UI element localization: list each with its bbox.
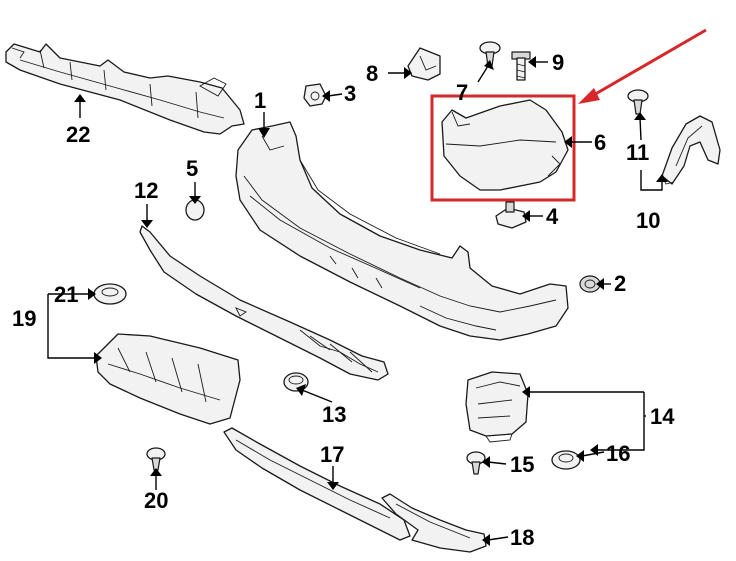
part-9-bolt	[511, 51, 531, 81]
highlight-box	[430, 94, 576, 202]
part-21-grommet	[93, 283, 127, 305]
part-20-push-pin	[146, 447, 166, 471]
callout-3: 3	[344, 81, 356, 106]
callout-22: 22	[66, 122, 90, 147]
callout-4: 4	[546, 204, 559, 229]
callout-2: 2	[614, 271, 626, 296]
callout-20: 20	[144, 488, 168, 513]
callout-12: 12	[134, 178, 158, 203]
arrowheads	[74, 56, 668, 546]
callout-10: 10	[636, 208, 660, 233]
part-15-push-pin	[466, 451, 486, 475]
part-22-bracket	[5, 43, 245, 135]
callout-7: 7	[456, 80, 468, 105]
callout-13: 13	[322, 402, 346, 427]
callout-6: 6	[594, 130, 606, 155]
callout-18: 18	[510, 525, 534, 550]
callout-labels: 1 2 3 4 5 6 7 8 9 10 11 12 13 14 15 16 1…	[12, 50, 675, 550]
part-1-bumper-cover	[235, 121, 569, 341]
part-4-nut	[495, 201, 527, 229]
callout-9: 9	[552, 50, 564, 75]
part-17-trim-strip	[223, 427, 411, 541]
callout-1: 1	[254, 88, 266, 113]
part-10-side-bracket	[661, 115, 721, 185]
callout-5: 5	[186, 156, 198, 181]
highlight-arrow-icon	[578, 28, 707, 104]
part-11-push-pin	[627, 89, 649, 115]
callout-19: 19	[12, 306, 36, 331]
callout-14: 14	[650, 404, 675, 429]
callout-11: 11	[626, 140, 649, 165]
callout-15: 15	[510, 452, 534, 477]
part-7-push-pin	[479, 41, 501, 67]
part-14-side-bracket	[465, 371, 529, 443]
part-3-clip	[303, 83, 327, 107]
part-8-clip	[407, 47, 441, 81]
part-18-trim-end	[381, 493, 487, 553]
part-12-lower-molding	[139, 225, 389, 381]
part-6-corner-panel	[441, 99, 569, 191]
callout-21: 21	[54, 282, 78, 307]
part-19-diffuser	[95, 333, 241, 425]
part-16-grommet	[551, 450, 581, 470]
callout-8: 8	[366, 61, 378, 86]
callout-16: 16	[606, 441, 630, 466]
leader-lines	[47, 61, 663, 541]
callout-17: 17	[320, 442, 344, 467]
